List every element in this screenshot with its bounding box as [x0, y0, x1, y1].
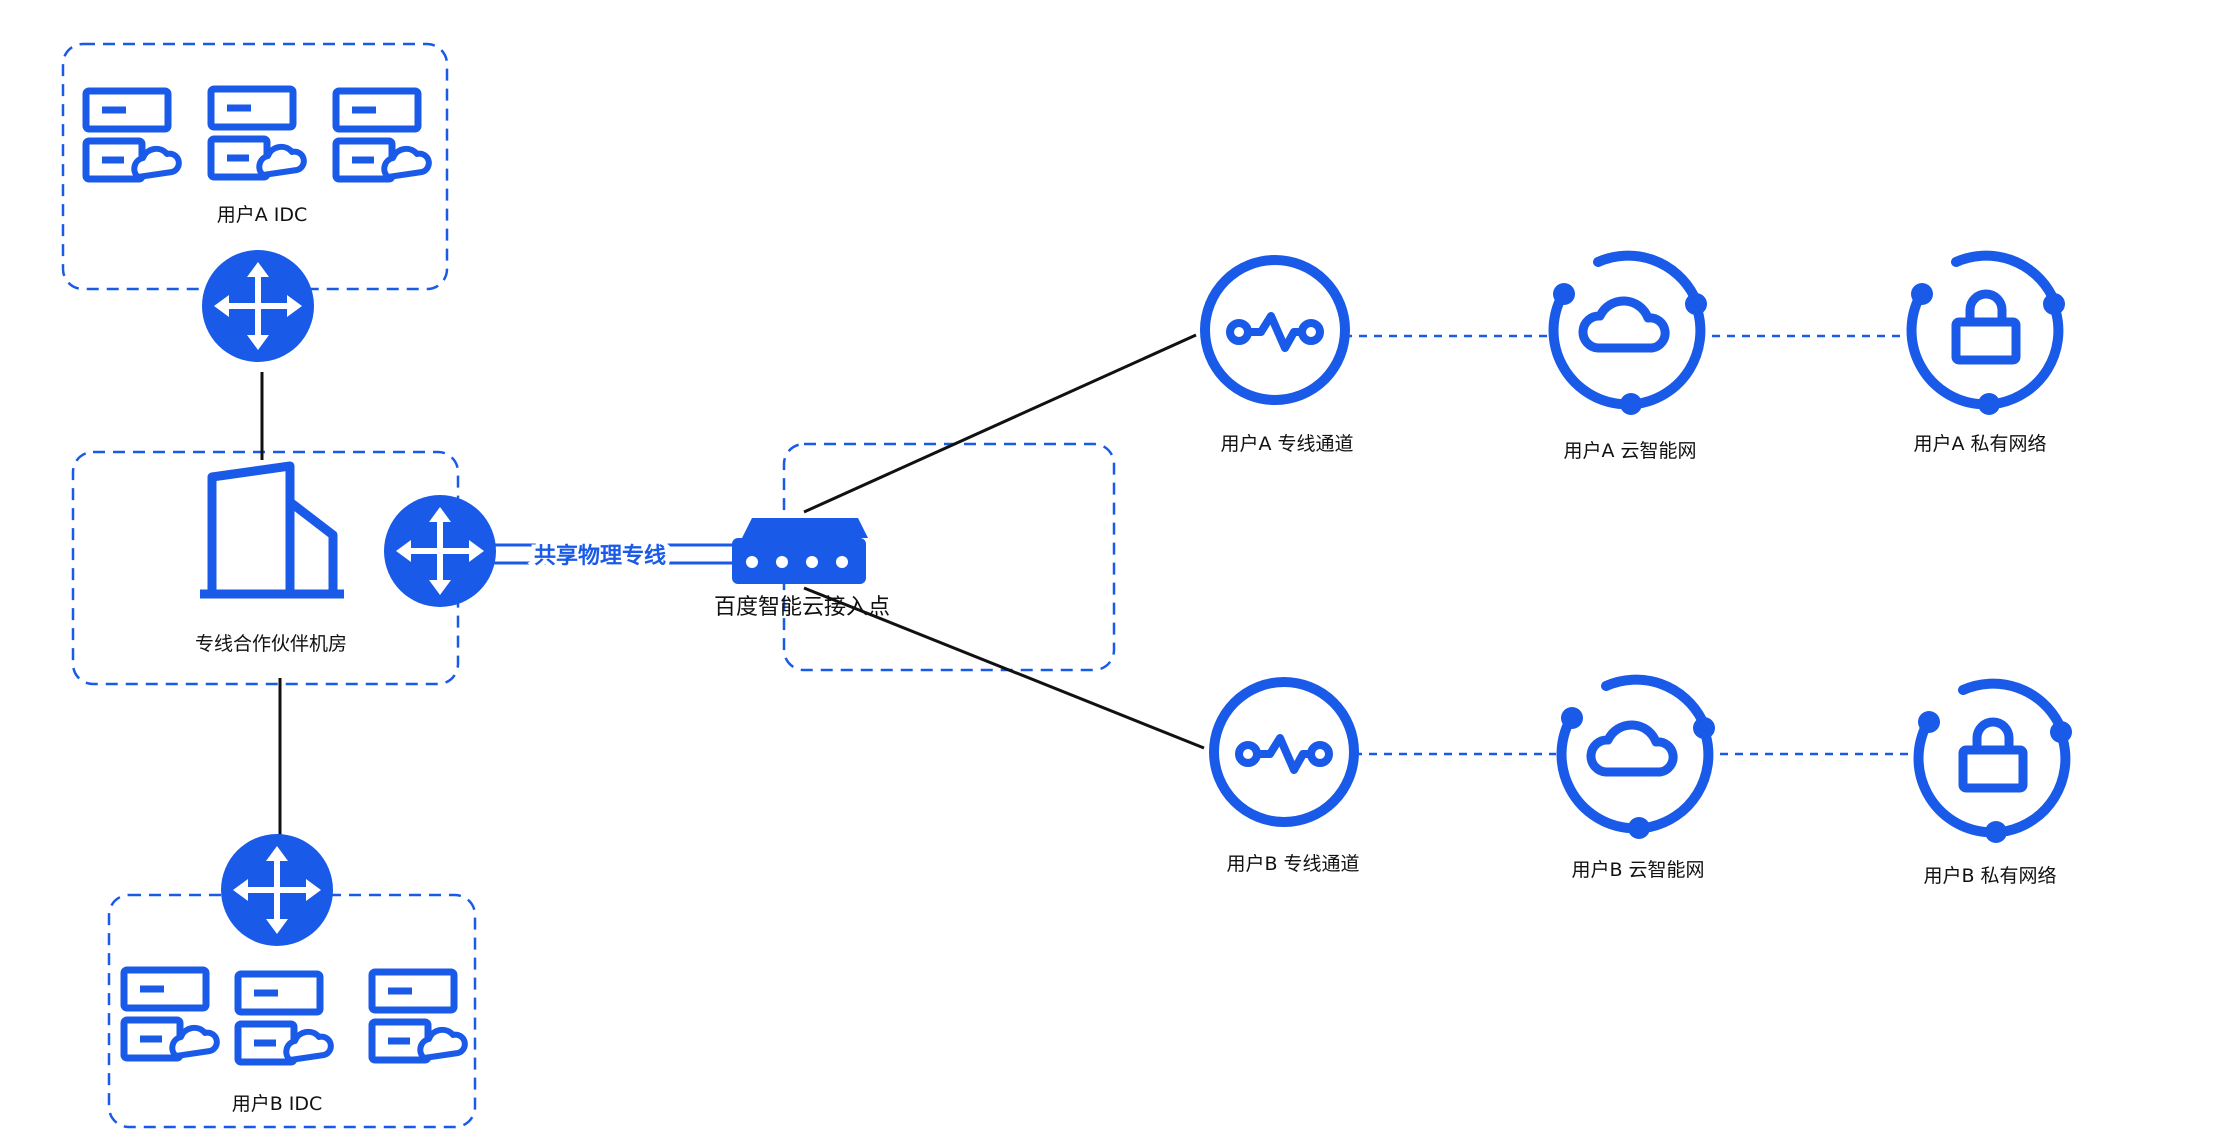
partner-room-label: 专线合作伙伴机房: [195, 633, 347, 655]
lock-vpc-icon: [1911, 256, 2065, 415]
idc-a-label: 用户A IDC: [217, 204, 308, 226]
server-cloud-icon: [211, 89, 304, 177]
server-cloud-icon: [336, 91, 429, 179]
a-vpc-label: 用户A 私有网络: [1913, 433, 2046, 455]
b-cloud-label: 用户B 云智能网: [1571, 859, 1704, 881]
lock-vpc-icon: [1918, 684, 2072, 843]
server-cloud-icon: [372, 972, 465, 1060]
link-ap-a-channel: [803, 333, 1197, 514]
shared-physical-line: [492, 543, 734, 565]
router-icon: [384, 495, 496, 607]
server-cloud-icon: [238, 974, 331, 1062]
partner-room-container: [71, 450, 460, 686]
link-ap-b-channel: [803, 586, 1205, 750]
building-icon: [200, 461, 344, 599]
dedicated-channel-icon: [1214, 682, 1354, 822]
dedicated-channel-icon: [1205, 260, 1345, 400]
access-point-container: [782, 442, 1116, 672]
access-point-label: 百度智能云接入点: [714, 595, 890, 620]
router-icon: [202, 250, 314, 362]
cloud-network-icon: [1553, 256, 1707, 415]
switch-device-icon: [732, 518, 868, 584]
a-cloud-label: 用户A 云智能网: [1563, 440, 1696, 462]
a-channel-label: 用户A 专线通道: [1220, 433, 1353, 455]
b-vpc-label: 用户B 私有网络: [1923, 865, 2056, 887]
cloud-network-icon: [1561, 680, 1715, 839]
router-icon: [221, 834, 333, 946]
b-channel-label: 用户B 专线通道: [1226, 853, 1359, 875]
idc-b-label: 用户B IDC: [232, 1093, 323, 1115]
server-cloud-icon: [86, 91, 179, 179]
shared-line-label: 共享物理专线: [534, 543, 666, 569]
server-cloud-icon: [124, 970, 217, 1058]
